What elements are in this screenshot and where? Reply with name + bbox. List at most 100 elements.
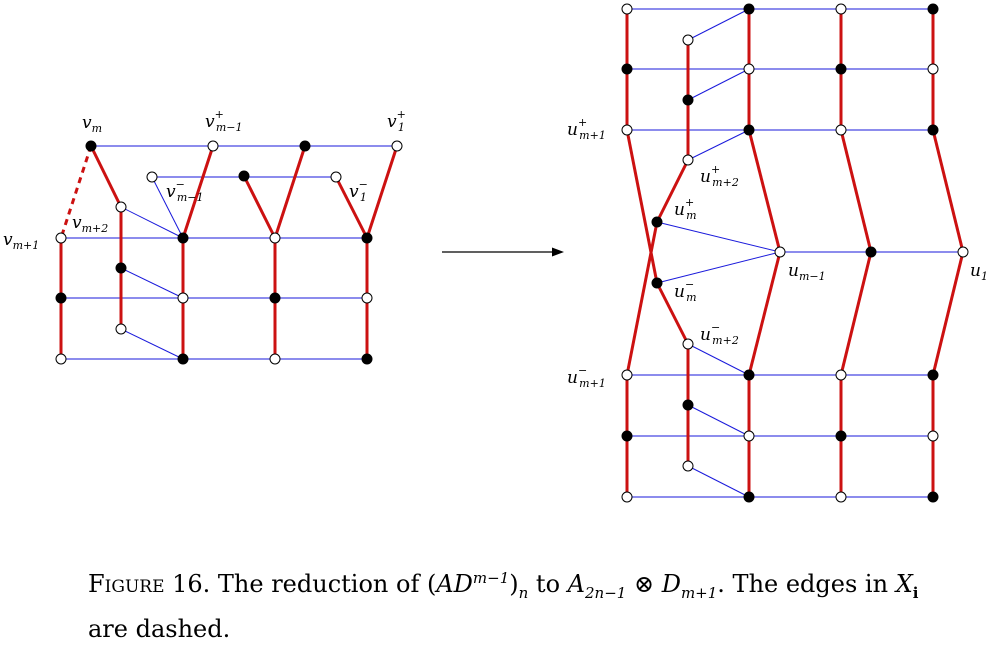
white-vertex bbox=[361, 292, 373, 304]
red-edge bbox=[839, 129, 873, 253]
black-vertex bbox=[743, 491, 755, 503]
black-vertex bbox=[835, 63, 847, 75]
caption-otimes: ⊗ bbox=[626, 570, 662, 598]
white-vertex bbox=[207, 140, 219, 152]
red-edge bbox=[931, 129, 965, 253]
caption-ad-sup: m−1 bbox=[472, 569, 510, 587]
caption-x: X bbox=[895, 570, 913, 598]
white-vertex bbox=[391, 140, 403, 152]
black-vertex bbox=[835, 430, 847, 442]
label-v-m-plus-2: vm+2 bbox=[72, 213, 108, 235]
red-edge bbox=[181, 145, 215, 239]
label-v-1-plus: v+1 bbox=[387, 108, 406, 134]
white-vertex bbox=[835, 3, 847, 15]
blue-edge bbox=[687, 404, 750, 437]
black-vertex bbox=[269, 292, 281, 304]
black-vertex bbox=[361, 232, 373, 244]
red-edge bbox=[273, 145, 307, 239]
caption-a: A bbox=[567, 570, 585, 598]
label-u-m-plus-1-minus: u−m+1 bbox=[567, 364, 606, 390]
caption-text-2: to bbox=[528, 570, 568, 598]
white-vertex bbox=[621, 3, 633, 15]
label-u-m-plus-2-minus: u−m+2 bbox=[700, 321, 739, 347]
white-vertex bbox=[269, 232, 281, 244]
red-edge bbox=[334, 176, 369, 239]
white-vertex bbox=[55, 353, 67, 365]
black-vertex bbox=[682, 94, 694, 106]
reduction-diagram: vm v+m−1 v+1 v−m−1 v−1 vm+2 vm+1 u+m+1 u… bbox=[3, 3, 988, 503]
white-vertex bbox=[146, 171, 158, 183]
blue-edge bbox=[687, 129, 750, 161]
figure-caption: Figure 16. The reduction of (ADm−1)n to … bbox=[88, 560, 948, 647]
blue-edge bbox=[151, 176, 184, 239]
blue-edge bbox=[687, 343, 750, 376]
caption-paren: ) bbox=[509, 570, 519, 598]
black-vertex bbox=[621, 430, 633, 442]
white-vertex bbox=[115, 323, 127, 335]
caption-ad-sub: n bbox=[518, 583, 529, 602]
red-edge bbox=[655, 282, 690, 345]
caption-a-sub: 2n−1 bbox=[585, 583, 627, 602]
red-edge bbox=[747, 251, 782, 376]
caption-x-sub: i bbox=[912, 583, 919, 602]
black-vertex bbox=[651, 277, 663, 289]
black-vertex bbox=[361, 353, 373, 365]
dashed-red-edge bbox=[59, 145, 93, 239]
black-vertex bbox=[743, 3, 755, 15]
white-vertex bbox=[682, 154, 694, 166]
white-vertex bbox=[621, 491, 633, 503]
white-vertex bbox=[115, 201, 127, 213]
caption-d-sub: m+1 bbox=[680, 583, 718, 602]
blue-edge bbox=[687, 68, 750, 101]
white-vertex bbox=[177, 292, 189, 304]
caption-text-1: The reduction of ( bbox=[210, 570, 437, 598]
graph-edges bbox=[59, 8, 965, 498]
label-u-m-plus: u+m bbox=[674, 196, 697, 222]
graph-nodes bbox=[55, 3, 969, 503]
white-vertex bbox=[835, 369, 847, 381]
label-v-1-minus: v−1 bbox=[349, 178, 368, 204]
blue-edge bbox=[120, 267, 184, 299]
black-vertex bbox=[621, 63, 633, 75]
white-vertex bbox=[682, 34, 694, 46]
caption-text-3: . The edges in bbox=[717, 570, 896, 598]
red-edge bbox=[89, 145, 123, 208]
red-edge bbox=[747, 129, 782, 253]
white-vertex bbox=[743, 430, 755, 442]
black-vertex bbox=[177, 232, 189, 244]
label-u-m-plus-1-plus: u+m+1 bbox=[567, 116, 606, 142]
blue-edge bbox=[687, 465, 750, 498]
red-edge bbox=[839, 251, 873, 376]
label-v-m-1-plus: v+m−1 bbox=[205, 108, 242, 134]
blue-edge bbox=[120, 328, 184, 360]
black-vertex bbox=[115, 262, 127, 274]
label-v-m-1-minus: v−m−1 bbox=[166, 178, 203, 204]
white-vertex bbox=[957, 246, 969, 258]
label-u-m-plus-2-plus: u+m+2 bbox=[700, 163, 739, 189]
black-vertex bbox=[743, 369, 755, 381]
blue-edge bbox=[656, 251, 781, 284]
red-edge bbox=[242, 175, 277, 239]
label-u-1: u1 bbox=[970, 261, 988, 283]
white-vertex bbox=[55, 232, 67, 244]
white-vertex bbox=[621, 124, 633, 136]
blue-edge bbox=[687, 8, 750, 41]
black-vertex bbox=[927, 369, 939, 381]
blue-edge bbox=[120, 206, 184, 239]
white-vertex bbox=[621, 369, 633, 381]
white-vertex bbox=[682, 460, 694, 472]
red-edge bbox=[931, 251, 965, 376]
black-vertex bbox=[85, 140, 97, 152]
black-vertex bbox=[927, 491, 939, 503]
black-vertex bbox=[865, 246, 877, 258]
label-u-m-minus-1: um−1 bbox=[788, 261, 826, 283]
label-v-m: vm bbox=[82, 113, 102, 135]
black-vertex bbox=[55, 292, 67, 304]
caption-ad: AD bbox=[436, 570, 473, 598]
white-vertex bbox=[269, 353, 281, 365]
caption-text-4: are dashed. bbox=[88, 614, 231, 643]
white-vertex bbox=[835, 491, 847, 503]
white-vertex bbox=[927, 63, 939, 75]
black-vertex bbox=[743, 124, 755, 136]
black-vertex bbox=[299, 140, 311, 152]
